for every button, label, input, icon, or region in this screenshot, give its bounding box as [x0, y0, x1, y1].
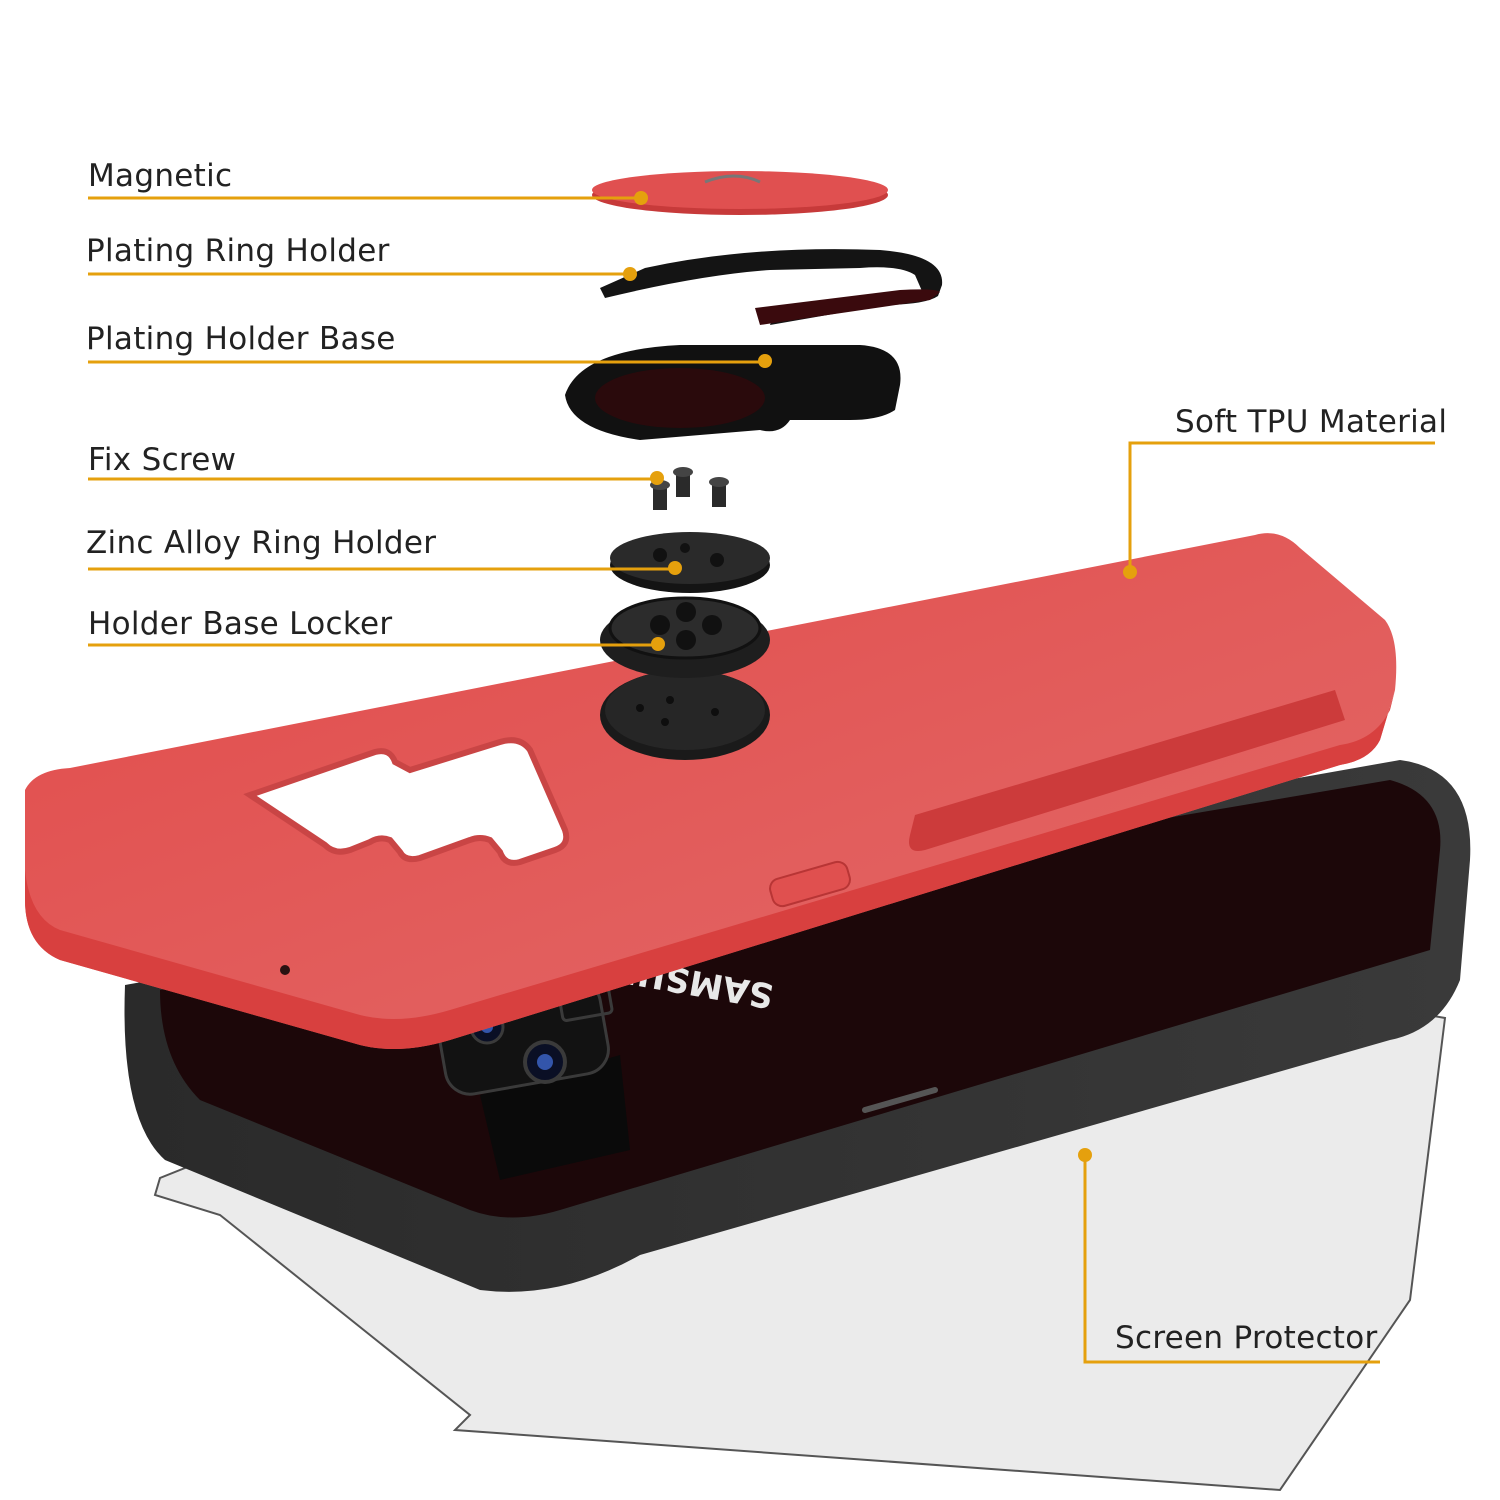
label-plating-holder-base: Plating Holder Base — [86, 321, 396, 357]
holder-base-disc — [600, 670, 770, 760]
label-soft-tpu-material: Soft TPU Material — [1175, 404, 1448, 440]
callout-dots — [623, 191, 1137, 1162]
holder-base-locker-part — [600, 596, 770, 678]
label-magnetic: Magnetic — [88, 158, 233, 194]
tpu-case — [25, 533, 1397, 1049]
magnetic-plate-part — [592, 171, 888, 215]
label-holder-base-locker: Holder Base Locker — [88, 606, 393, 642]
plating-ring-holder-part — [600, 249, 943, 325]
camera-cutout — [243, 737, 570, 866]
callout-lines — [88, 196, 1435, 1364]
label-screen-protector: Screen Protector — [1115, 1320, 1378, 1356]
power-button — [769, 860, 851, 908]
phone-body: SAMSUNG — [124, 760, 1471, 1292]
zinc-alloy-ring-holder-part — [610, 532, 770, 593]
plating-holder-base-part — [565, 345, 901, 440]
label-zinc-alloy-ring-holder: Zinc Alloy Ring Holder — [86, 525, 437, 561]
label-plating-ring-holder: Plating Ring Holder — [86, 233, 390, 269]
label-fix-screw: Fix Screw — [88, 442, 237, 478]
